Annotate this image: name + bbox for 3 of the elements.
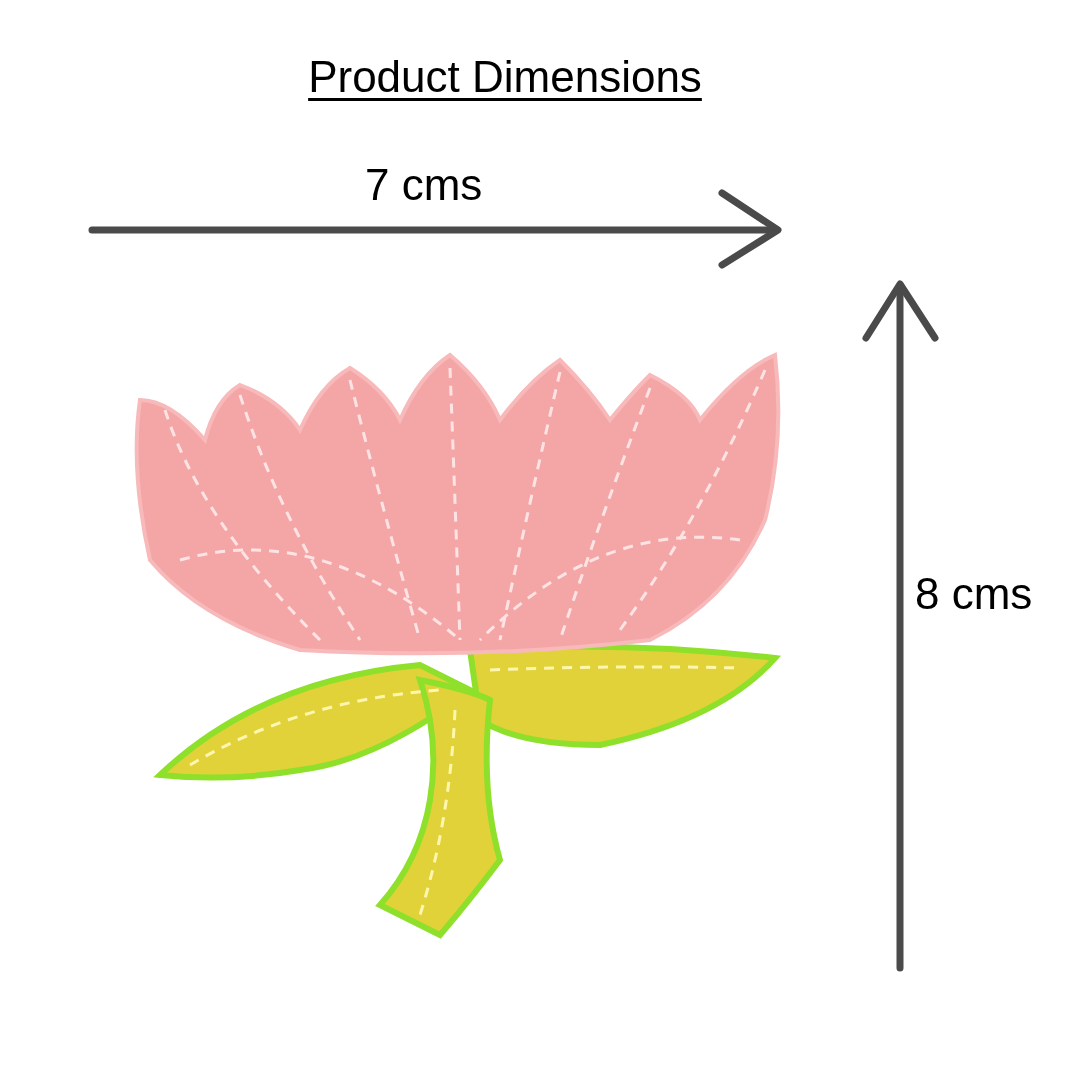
dimension-label: 7 cms	[365, 163, 483, 207]
dimension-label: 8 cms	[915, 572, 1033, 616]
title: Product Dimensions	[307, 55, 703, 99]
